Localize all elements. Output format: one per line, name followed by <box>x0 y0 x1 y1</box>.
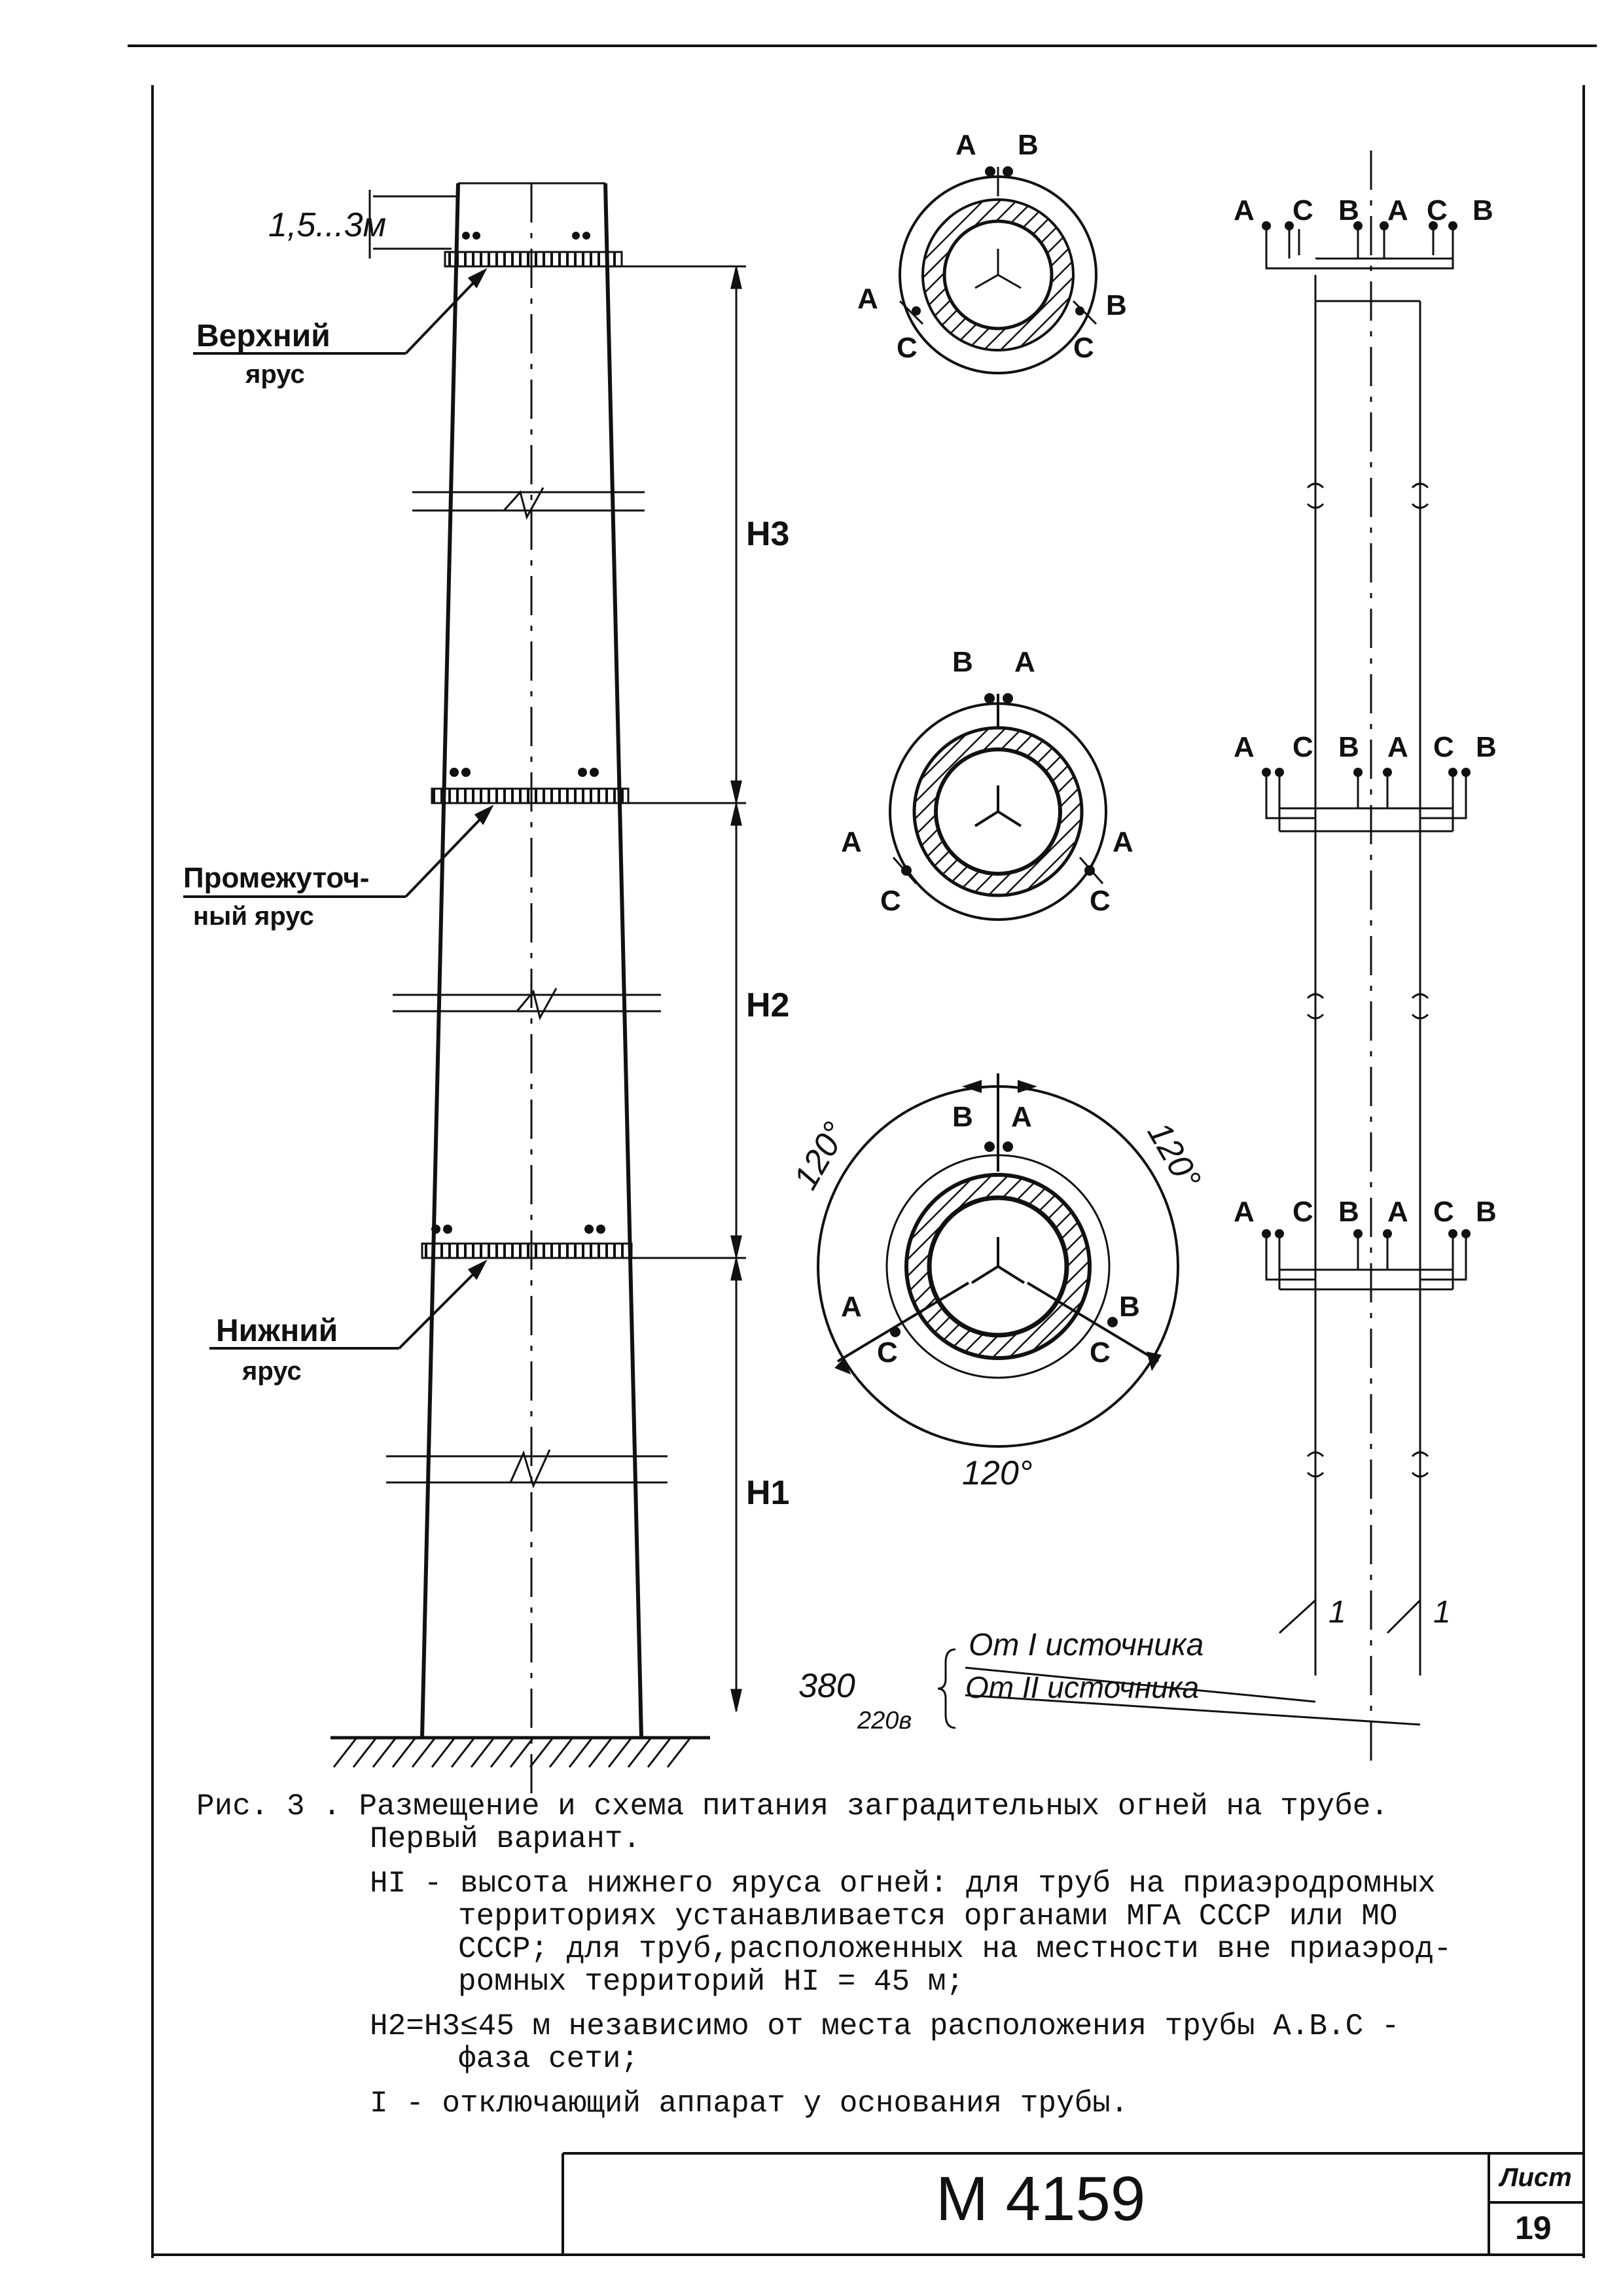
wiring-diagram <box>965 151 1467 1767</box>
tier-upper-label-2: ярус <box>245 360 305 389</box>
bus-bot-phase-4: A <box>1387 1196 1408 1228</box>
tier-middle-label-1: Промежуточ- <box>183 862 370 894</box>
bus-bot-phase-5: C <box>1433 1196 1454 1228</box>
tier-lower-label-2: ярус <box>242 1357 302 1386</box>
source2-label: От II источника <box>965 1670 1200 1704</box>
ring-mid-phase-tr: A <box>1014 646 1035 678</box>
caption-i-line: I - отключающий аппарат у основания труб… <box>370 2087 1129 2121</box>
bus-bot-phase-3: B <box>1338 1196 1359 1228</box>
bus-top-phase-4: A <box>1387 194 1408 226</box>
bus-mid-phase-1: A <box>1234 731 1255 763</box>
chimney-breaks <box>386 487 668 1489</box>
bus-bot-phase-6: B <box>1476 1196 1497 1228</box>
bus-mid-phase-6: B <box>1476 731 1497 763</box>
bus-top-phase-2: C <box>1293 194 1313 226</box>
ring-top-phase-ll: C <box>897 332 918 364</box>
voltage-bottom-label: 220в <box>857 1707 912 1734</box>
ring-middle <box>889 693 1107 921</box>
bus-lamps <box>1262 221 1471 1238</box>
caption-h1-line-1: HI - высота нижнего яруса огней: для тру… <box>196 1867 1558 1900</box>
ring-bot-phase-ll: C <box>877 1336 898 1369</box>
bus-bot-phase-1: A <box>1234 1196 1255 1228</box>
platform-lower <box>421 1242 633 1259</box>
ring-mid-phase-tl: B <box>952 646 973 678</box>
angle-label-bottom: 120° <box>962 1454 1033 1492</box>
switch-label-1: 1 <box>1329 1595 1346 1630</box>
bus-mid-phase-2: C <box>1293 731 1313 763</box>
switch-label-2: 1 <box>1433 1595 1451 1630</box>
ring-bot-phase-r: B <box>1119 1291 1140 1323</box>
platform-middle <box>431 787 630 804</box>
tier-middle-label-2: ный ярус <box>193 902 314 931</box>
bus-bot-phase-2: C <box>1293 1196 1313 1228</box>
ring-top <box>899 166 1097 374</box>
ring-mid-phase-rl: C <box>1090 885 1111 917</box>
height-dimensions <box>368 190 746 1712</box>
tier-upper-label-1: Верхний <box>196 319 330 353</box>
title-block <box>562 2152 1584 2255</box>
ring-top-phase-rl: C <box>1073 332 1094 364</box>
dim-top-label: 1,5...3м <box>268 206 387 244</box>
ring-top-phase-r: B <box>1106 289 1127 321</box>
caption-title-1: Рис. 3 . Размещение и схема питания загр… <box>196 1789 1389 1823</box>
ring-bot-phase-rl: C <box>1090 1336 1111 1369</box>
platform-upper <box>444 251 623 268</box>
sheet-label: Лист <box>1500 2163 1572 2192</box>
figure-caption: Рис. 3 . Размещение и схема питания загр… <box>196 1790 1558 2120</box>
doc-number: М 4159 <box>936 2164 1146 2234</box>
frame <box>128 45 1597 2258</box>
leaders <box>183 268 494 1350</box>
ring-top-phase-tr: B <box>1018 129 1039 161</box>
height-h2-label: H2 <box>746 986 790 1024</box>
ring-top-phase-tl: A <box>955 129 976 161</box>
ring-top-phase-l: A <box>857 283 878 315</box>
lamps <box>431 232 605 1234</box>
ring-bot-phase-tl: B <box>952 1101 973 1133</box>
ring-bottom <box>817 1073 1179 1448</box>
ring-mid-phase-ll: C <box>880 885 901 917</box>
caption-h23-line-1: H2=H3≤45 м независимо от места расположе… <box>370 2009 1400 2043</box>
bus-mid-phase-4: A <box>1387 731 1408 763</box>
ground-hatch <box>332 1737 692 1768</box>
ring-bot-phase-l: A <box>841 1291 862 1323</box>
caption-h1-symbol: HI <box>370 1867 406 1901</box>
height-h3-label: H3 <box>746 515 790 553</box>
caption-h1-line-2: территориях устанавливается органами МГА… <box>458 1899 1398 1933</box>
bus-top-phase-3: B <box>1338 194 1359 226</box>
height-h1-label: H1 <box>746 1474 790 1512</box>
source1-label: От I источника <box>969 1628 1204 1662</box>
bus-top-phase-1: A <box>1234 194 1255 226</box>
caption-h1-text: - высота нижнего яруса огней: для труб н… <box>406 1867 1436 1901</box>
bus-top-phase-5: C <box>1427 194 1448 226</box>
bus-mid-phase-3: B <box>1338 731 1359 763</box>
caption-h1-line-3: СССР; для труб,расположенных на местност… <box>458 1932 1452 1966</box>
caption-title-2: Первый вариант. <box>370 1822 641 1856</box>
caption-h23-line-2: фаза сети; <box>458 2042 639 2076</box>
caption-h1-line-4: ромных территорий HI = 45 м; <box>458 1965 964 1999</box>
bus-mid-phase-5: C <box>1433 731 1454 763</box>
ring-mid-phase-r: A <box>1113 826 1133 858</box>
ring-mid-phase-l: A <box>841 826 862 858</box>
supply-brace <box>937 1648 956 1729</box>
ring-bot-phase-tr: A <box>1011 1101 1032 1133</box>
voltage-top-label: 380 <box>798 1667 855 1705</box>
tier-lower-label-1: Нижний <box>216 1314 338 1348</box>
sheet-number: 19 <box>1515 2210 1552 2246</box>
chimney <box>330 182 710 1793</box>
bus-top-phase-6: B <box>1472 194 1493 226</box>
